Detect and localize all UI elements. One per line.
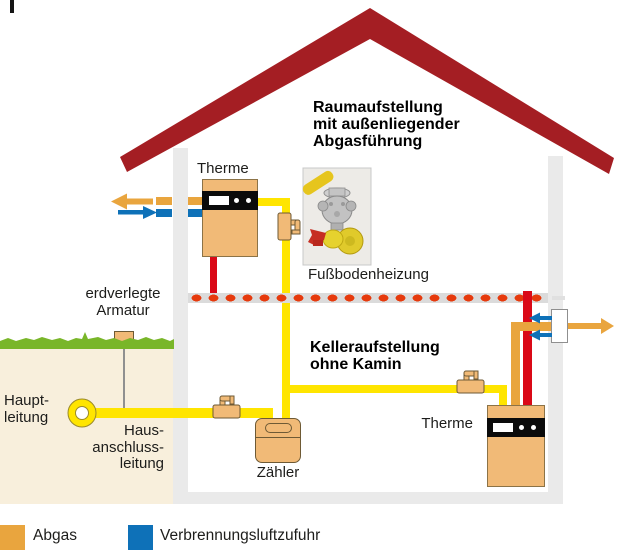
label-boiler-basement: Therme: [421, 415, 473, 432]
floor-heating-strip: [188, 293, 548, 303]
legend-swatch-air: [128, 525, 153, 550]
indicator-dot: [233, 197, 239, 203]
legend-swatch-abgas: [0, 525, 25, 550]
air-dash: [188, 209, 202, 217]
boiler-display: [209, 196, 229, 205]
boiler-basement-unit: [487, 405, 545, 487]
label-service-line: Haus- anschluss- leitung: [92, 422, 164, 472]
wall-terminal-box: [551, 309, 568, 343]
gas-meter: [255, 418, 301, 463]
heating-pipe-upper: [210, 257, 217, 294]
label-main-line: Haupt- leitung: [4, 392, 50, 426]
gas-pipe-upper-boiler: [256, 198, 290, 206]
boiler-display: [493, 423, 513, 432]
air-in-arrow-upper: [118, 206, 157, 219]
exhaust-out-arrow-upper: [111, 193, 153, 210]
gas-pipe-riser: [282, 198, 290, 420]
heading-basement: Kelleraufstellung ohne Kamin: [310, 339, 440, 373]
heading-upper-room: Raumaufstellung mit außenliegender Abgas…: [313, 99, 460, 150]
label-floor-heating: Fußbodenheizung: [308, 266, 429, 283]
house-floor-slab: [173, 492, 563, 504]
label-boiler-upper: Therme: [197, 160, 249, 177]
indicator-dot: [530, 425, 536, 430]
crop-mark: [10, 0, 14, 13]
house-left-wall: [173, 148, 188, 504]
label-buried-fitting: erdverlegte Armatur: [85, 285, 161, 319]
heating-pipe-basement: [523, 291, 532, 405]
gas-pipe-basement-drop: [499, 385, 507, 407]
floor-strip-wall-dash: [552, 296, 565, 300]
exhaust-duct-horizontal: [511, 322, 552, 331]
meter-divider: [256, 437, 300, 438]
legend-label-abgas: Abgas: [33, 527, 77, 544]
indicator-dot: [518, 425, 524, 430]
label-meter: Zähler: [256, 464, 300, 481]
gas-valve-photo: [302, 167, 372, 266]
boiler-upper-unit: [202, 179, 258, 257]
indicator-dot: [245, 197, 251, 203]
boiler-control-panel: [202, 191, 258, 210]
boiler-control-panel: [487, 418, 545, 437]
exhaust-duct-vertical: [511, 322, 520, 405]
buried-fitting: [114, 331, 134, 343]
gas-pipe-service-line: [95, 408, 273, 418]
legend-label-air: Verbrennungsluftzufuhr: [160, 527, 321, 544]
meter-window: [265, 423, 292, 433]
buried-fitting-stem: [123, 343, 125, 408]
exhaust-out-arrow-basement: [568, 318, 614, 334]
gas-pipe-basement-branch: [286, 385, 507, 393]
exhaust-dash: [188, 197, 202, 205]
air-dash: [156, 209, 172, 217]
exhaust-dash: [156, 197, 172, 205]
